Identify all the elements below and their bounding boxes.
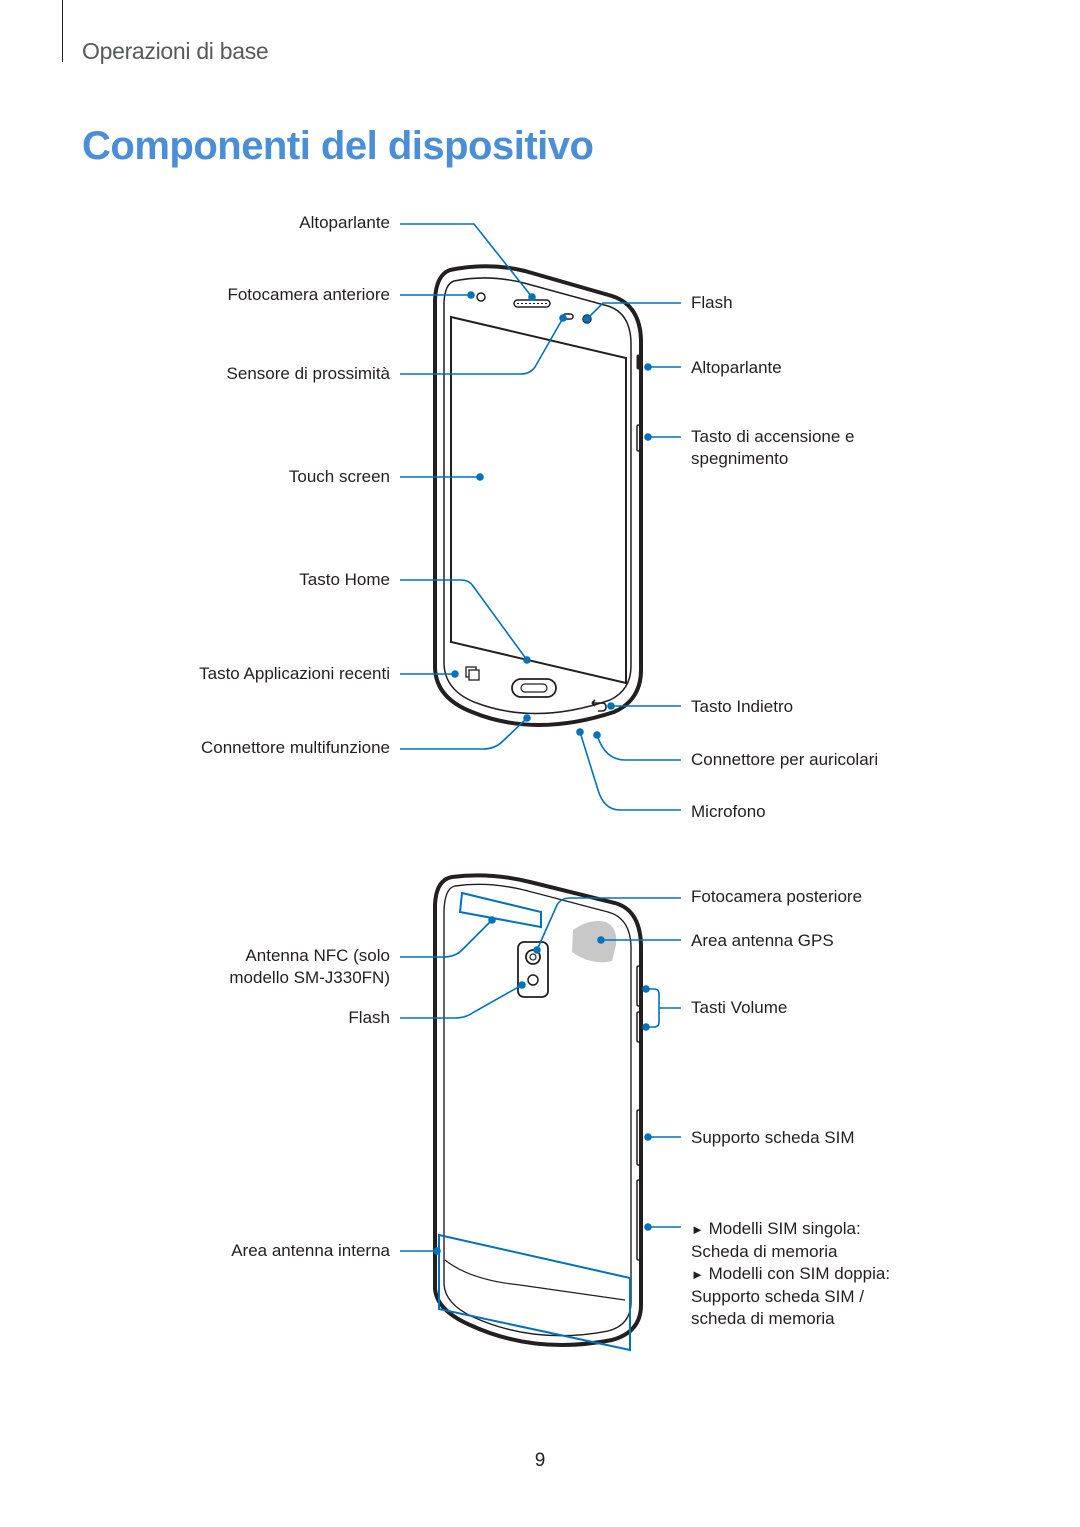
home-key-shape [511,678,557,698]
back-key-glyph [591,699,607,712]
front-callouts [400,223,681,811]
callout-speaker-top [400,223,533,298]
label-memory-note: ► Modelli SIM singola: Scheda di memoria… [691,1218,890,1330]
label-touch-screen: Touch screen [288,467,390,486]
label-home-key: Tasto Home [299,570,390,589]
power-key-shape [636,424,643,452]
front-phone-illustration [433,264,643,727]
triangle-bullet-icon: ► [691,1267,704,1282]
label-speaker-top: Altoparlante [299,213,390,232]
label-rear-camera: Fotocamera posteriore [691,887,863,906]
volume-key-up [636,965,643,1007]
rear-camera-module [517,941,549,998]
label-power-key-line1: Tasto di accensione e [691,427,855,446]
triangle-bullet-icon: ► [691,1222,704,1237]
rear-camera-lens [525,949,541,965]
front-flash-led [582,314,592,324]
label-gps-antenna: Area antenna GPS [691,931,834,950]
rear-flash-led [527,974,539,986]
side-speaker-slot [636,354,642,370]
front-callout-dots [451,291,652,739]
back-callout-dots [433,916,652,1255]
label-nfc-line1: Antenna NFC (solo [245,946,390,965]
front-camera-lens [476,292,486,302]
callout-nfc [400,919,493,958]
label-proximity-sensor: Sensore di prossimità [226,364,390,383]
note-single-sim: ► Modelli SIM singola: [691,1218,890,1241]
nfc-area-shape [458,891,542,929]
memory-tray-shape [636,1179,643,1261]
back-callouts [400,897,681,1252]
label-flash-front: Flash [691,293,733,312]
note-single-line2: Scheda di memoria [691,1242,838,1261]
callout-proximity [400,317,564,375]
header-rule [62,0,63,62]
label-speaker-side: Altoparlante [691,358,782,377]
internal-antenna-shape [438,1233,631,1352]
front-bezel [443,277,632,715]
label-multipurpose-jack: Connettore multifunzione [200,738,390,757]
callout-flash-front [586,302,681,320]
earpiece-grille [513,299,551,308]
label-recent-apps-key: Tasto Applicazioni recenti [199,664,390,683]
page-title: Componenti del dispositivo [82,124,594,168]
gps-area-shape [572,921,617,963]
callout-home [400,579,528,661]
callout-microphone [579,731,681,811]
callout-multipurpose [400,717,528,750]
label-nfc-line2: modello SM-J330FN) [229,968,390,987]
callout-flash-back [400,984,523,1019]
label-sim-tray: Supporto scheda SIM [691,1128,855,1147]
note-dual-sim: ► Modelli con SIM doppia: [691,1263,890,1286]
label-power-key: Tasto di accensione e spegnimento [691,426,855,470]
note-dual-line2: Supporto scheda SIM / [691,1287,864,1306]
label-flash-back: Flash [348,1008,390,1027]
note-dual-line3: scheda di memoria [691,1309,835,1328]
label-internal-antenna: Area antenna interna [231,1241,390,1260]
section-title: Operazioni di base [82,38,269,64]
label-back-key: Tasto Indietro [691,697,794,716]
back-body-outline [433,873,643,1347]
front-display [450,315,627,685]
note-single-line1: Modelli SIM singola: [708,1219,861,1238]
back-phone-illustration [433,873,643,1352]
back-body-inner [443,883,632,1337]
label-nfc-antenna: Antenna NFC (solo modello SM-J330FN) [229,945,390,989]
label-front-camera: Fotocamera anteriore [227,285,390,304]
volume-key-down [636,1011,643,1043]
callout-rear-camera [536,897,681,951]
callout-earphone-jack [596,734,681,761]
page-number: 9 [534,1450,546,1471]
label-power-key-line2: spegnimento [691,449,789,468]
label-earphone-jack: Connettore per auricolari [691,750,879,769]
note-dual-line1: Modelli con SIM doppia: [708,1264,891,1283]
home-key-inner [520,683,548,693]
callout-volume [646,988,681,1028]
label-microphone: Microfono [691,802,766,821]
sim-tray-shape [636,1109,643,1166]
front-body-outline [433,264,643,727]
label-volume-keys: Tasti Volume [691,998,788,1017]
